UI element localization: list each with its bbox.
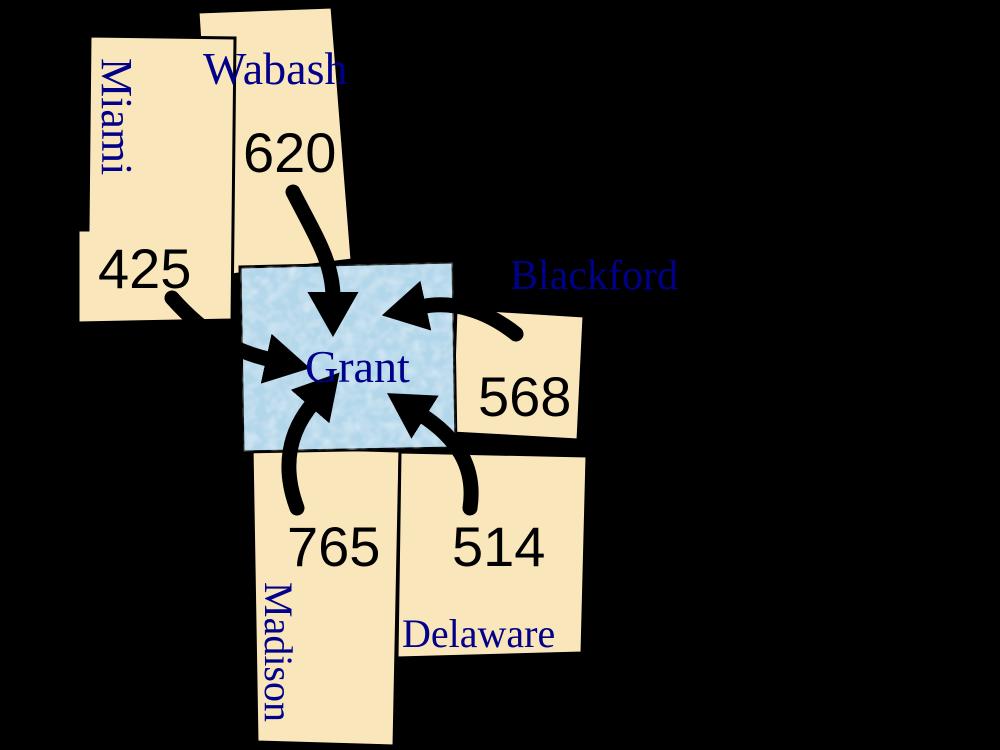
county-miami-value: 425 [98, 237, 191, 300]
arrow-wabash-to-grant [285, 184, 359, 337]
arrow-madison-to-grant [281, 372, 340, 516]
arrow-miami-to-grant [164, 290, 311, 384]
county-delaware-shape [395, 450, 589, 660]
county-miami-shape [76, 34, 237, 325]
county-wabash-value: 620 [243, 121, 336, 184]
county-wabash-label: Wabash [203, 43, 347, 94]
county-blackford-label: Blackford [510, 253, 678, 299]
county-delaware-value: 514 [452, 515, 545, 578]
arrow-blackford-to-grant [381, 280, 524, 342]
county-madison-value: 765 [287, 515, 380, 578]
county-grant-label: Grant [305, 341, 410, 392]
arrow-delaware-to-grant [387, 393, 479, 516]
county-delaware-label: Delaware [402, 611, 555, 656]
county-blackford-value: 568 [478, 365, 571, 428]
flow-arrows [164, 184, 524, 516]
county-miami-label: Miami [92, 58, 141, 175]
county-madison-label: Madison [256, 582, 301, 722]
